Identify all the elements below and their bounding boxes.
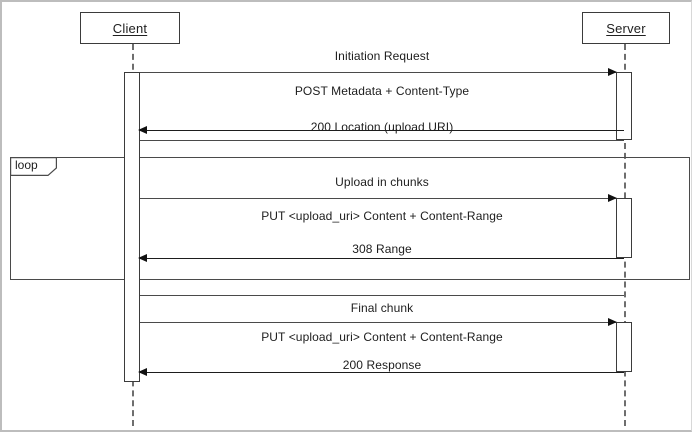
message-label-final-chunk: Final chunk — [350, 301, 414, 315]
participant-client[interactable]: Client — [80, 12, 180, 44]
fragment-loop-label: loop — [15, 158, 38, 172]
arrow-head-308-range — [138, 253, 147, 262]
message-label-upload-in-chunks: Upload in chunks — [335, 175, 429, 189]
fragment-loop — [10, 157, 690, 280]
arrow-line-200-location — [140, 130, 624, 131]
activation-bar-server-1 — [616, 72, 632, 140]
message-label-200-response: 200 Response — [342, 358, 422, 372]
message-label-post-metadata: POST Metadata + Content-Type — [294, 84, 470, 98]
arrow-line-200-response — [140, 372, 624, 373]
message-rule-6 — [132, 322, 624, 323]
message-label-308-range: 308 Range — [352, 242, 412, 256]
fragment-loop-tag: loop — [10, 157, 57, 176]
message-rule-2 — [132, 140, 624, 141]
message-label-initiation-request: Initiation Request — [334, 49, 430, 63]
message-label-200-location: 200 Location (upload URI) — [310, 120, 454, 134]
participant-client-label: Client — [112, 20, 148, 36]
message-rule-1 — [132, 72, 624, 73]
arrow-head-put-chunk — [608, 193, 617, 202]
arrow-head-200-location — [138, 125, 147, 134]
message-rule-3 — [132, 198, 624, 199]
message-label-put-chunk: PUT <upload_uri> Content + Content-Range — [261, 209, 503, 223]
activation-bar-server-3 — [616, 322, 632, 372]
activation-bar-server-2 — [616, 198, 632, 258]
arrow-head-post-metadata — [608, 67, 617, 76]
activation-bar-client — [124, 72, 140, 382]
participant-server-label: Server — [606, 20, 646, 36]
arrow-line-308-range — [140, 258, 624, 259]
participant-server[interactable]: Server — [582, 12, 670, 44]
message-label-put-final-chunk: PUT <upload_uri> Content + Content-Range — [261, 330, 503, 344]
arrow-head-200-response — [138, 367, 147, 376]
message-rule-5 — [132, 295, 624, 296]
arrow-head-put-final-chunk — [608, 317, 617, 326]
